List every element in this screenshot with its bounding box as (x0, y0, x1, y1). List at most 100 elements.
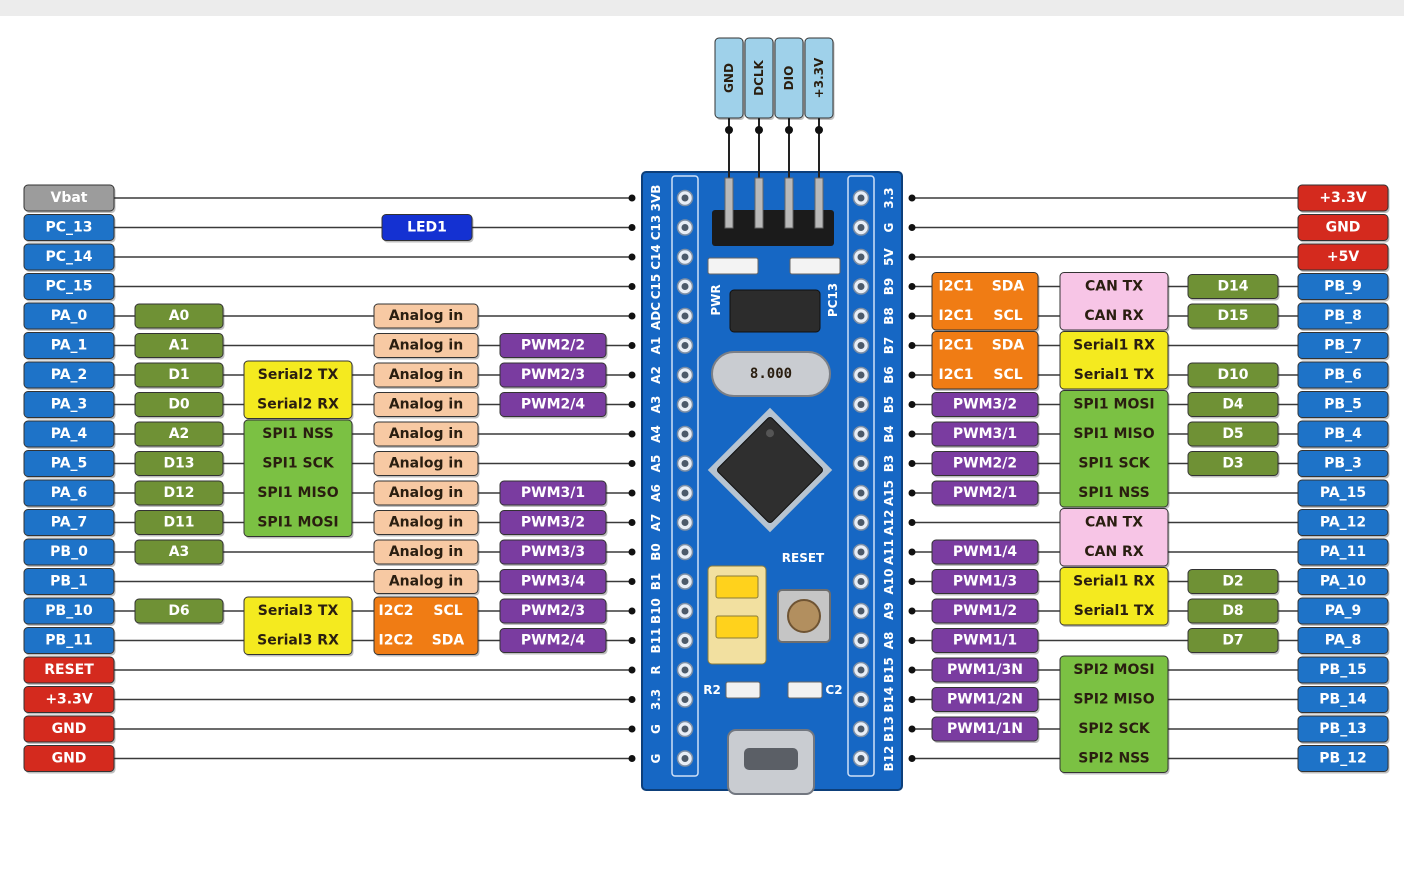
left-pwm-box (499, 510, 607, 535)
analog-in-label: Analog in (389, 456, 463, 472)
left-pin-label: PA_6 (51, 485, 88, 501)
left-line-dot (628, 607, 636, 615)
pin-labels: VbatPC_13PC_14PC_15PA_0PA_1PA_2PA_3PA_4P… (23, 184, 1390, 775)
led-label: LED1 (407, 220, 447, 236)
left-line-dot (628, 489, 636, 497)
left-header-hole (681, 519, 689, 526)
right-pin-label: PA_15 (1320, 485, 1366, 501)
left-comm-label: SPI1 MOSI (257, 515, 338, 531)
right-line-dot (908, 460, 916, 467)
right-pin-box (1297, 656, 1389, 684)
left-pin-label: PA_3 (51, 397, 88, 413)
left-pin-label: GND (52, 751, 87, 767)
analog-in-box (373, 362, 479, 388)
board-right-pin-label: B7 (882, 337, 896, 355)
right-header-hole (857, 430, 865, 438)
right-comm-label: SPI1 MISO (1073, 426, 1154, 442)
left-line-dot (628, 342, 636, 349)
left-pin-label: PB_0 (50, 544, 88, 560)
left-pwm-label: PWM3/3 (521, 544, 585, 560)
left-pin-box (23, 184, 115, 212)
right-pwm-box (931, 598, 1039, 624)
i2c2-signal-label: SDA (432, 633, 465, 649)
board-right-pin-label: B9 (882, 278, 896, 296)
right-header-hole (857, 371, 865, 379)
right-pin-label: PA_9 (1325, 603, 1362, 619)
left-pin-label: PA_0 (51, 308, 88, 324)
right-pin-label: +5V (1327, 249, 1359, 265)
debug-header-label-box (804, 37, 834, 119)
left-header-hole (681, 224, 689, 231)
right-arduino-label: D14 (1217, 279, 1248, 295)
left-pin-box (23, 509, 115, 536)
left-line-dot (628, 519, 636, 526)
right-pwm-box (931, 392, 1039, 417)
left-pin-box (23, 686, 115, 713)
right-pin-label: PB_9 (1324, 279, 1362, 295)
right-arduino-box (1187, 569, 1279, 594)
left-comm-label: Serial2 TX (258, 367, 339, 383)
board-left-pin-label: G (649, 754, 663, 764)
right-comm-label: CAN RX (1084, 544, 1143, 560)
left-arduino-box (134, 539, 224, 565)
right-pin-label: GND (1326, 220, 1361, 236)
right-comm-label: CAN TX (1085, 515, 1143, 531)
left-header-hole (681, 371, 689, 379)
right-pin-label: PB_8 (1324, 308, 1362, 324)
right-pwm-label: PWM1/2N (947, 692, 1023, 708)
left-pin-box (23, 332, 115, 359)
left-arduino-box (134, 333, 224, 358)
right-pwm-box (931, 569, 1039, 594)
right-header-hole (857, 607, 865, 615)
right-pwm-label: PWM3/1 (953, 426, 1017, 442)
right-comm-group-box (1059, 655, 1169, 773)
left-header-hole (681, 696, 689, 703)
right-header-hole (857, 578, 865, 585)
debug-pin-dot (725, 126, 733, 134)
board-left-pin-label: C14 (649, 244, 663, 270)
right-pwm-box (931, 539, 1039, 565)
mcu-chip (717, 417, 823, 523)
board-left-pin-label: G (649, 724, 663, 734)
left-line-dot (628, 253, 636, 261)
board-left-pin-label: B10 (649, 598, 663, 624)
right-header-hole (857, 637, 865, 644)
i2c1-signal-label: SDA (992, 279, 1025, 295)
left-arduino-label: D11 (163, 515, 194, 531)
debug-header-block (712, 210, 834, 246)
smd-r2 (725, 681, 761, 699)
board-left-pin-label: A5 (649, 455, 663, 473)
right-line-dot (908, 519, 916, 526)
right-header-outline (847, 175, 875, 777)
right-pin-label: PB_3 (1324, 456, 1362, 472)
right-line-dot (908, 637, 916, 644)
right-pin-box (1297, 450, 1389, 477)
left-comm-group-box (243, 596, 353, 655)
right-header-hole (857, 253, 865, 261)
debug-pin-dot (815, 126, 823, 134)
right-pin-label: PB_12 (1319, 751, 1366, 767)
left-pwm-box (499, 628, 607, 653)
right-pin-label: PB_14 (1319, 692, 1367, 708)
right-header-hole (857, 224, 865, 231)
right-comm-group-box (1059, 567, 1169, 626)
left-line-dot (628, 637, 636, 644)
left-pin-label: PA_7 (51, 515, 88, 531)
board-left-pin-label: R (649, 665, 663, 674)
left-pin-label: PA_5 (51, 456, 88, 472)
right-line-dot (908, 666, 916, 674)
boot-jumper-1 (715, 575, 759, 599)
left-pin-box (23, 450, 115, 477)
left-line-dot (628, 401, 636, 408)
crystal-label: 8.000 (750, 366, 792, 382)
i2c2-bus-label: I2C2 (379, 603, 414, 619)
right-line-dot (908, 755, 916, 762)
right-pin-label: PB_4 (1324, 426, 1362, 442)
left-pin-label: PB_10 (45, 603, 93, 619)
right-header-hole (857, 194, 865, 202)
right-pin-label: PA_11 (1320, 544, 1366, 560)
left-pin-label: +3.3V (45, 692, 93, 708)
right-pin-label: +3.3V (1319, 190, 1367, 206)
right-comm-label: SPI1 NSS (1078, 485, 1149, 501)
right-pwm-label: PWM1/3 (953, 574, 1017, 590)
